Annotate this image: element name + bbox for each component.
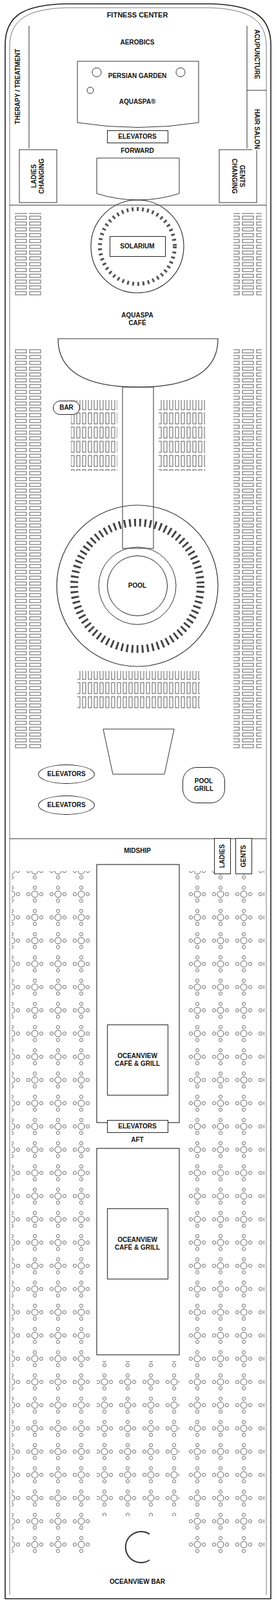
garden-fixture	[87, 87, 94, 94]
room-name: LADIES	[218, 844, 227, 868]
elevator-oval: ELEVATORS	[38, 795, 95, 815]
area-label: PERSIAN GARDEN	[107, 71, 169, 81]
text-wrap: POOL GRILL	[186, 777, 222, 793]
text-wrap: OCEANVIEW CAFÉ & GRILL	[110, 1051, 165, 1068]
room-name: SOLARIUM	[119, 242, 155, 251]
elevator-oval: ELEVATORS	[38, 764, 95, 784]
tables	[96, 1360, 180, 1516]
text-wrap: POOL	[128, 581, 147, 590]
cafe-dome	[58, 338, 218, 387]
pool-channel	[122, 386, 154, 549]
solarium-box: SOLARIUM	[109, 236, 166, 257]
room-name: OCEANVIEW CAFÉ & GRILL	[110, 1051, 165, 1068]
area-label: FITNESS CENTER	[105, 10, 170, 20]
restroom-box: LADIES	[214, 837, 231, 874]
hull	[5, 3, 271, 1598]
cafe-box: OCEANVIEW CAFÉ & GRILL	[107, 1024, 169, 1095]
elevator-box: ELEVATORS	[107, 1119, 169, 1133]
room-name: POOL	[128, 581, 147, 590]
area-label: MIDSHIP	[122, 846, 153, 856]
pool-deck	[56, 504, 218, 667]
text-wrap: OCEANVIEW CAFÉ & GRILL	[110, 1235, 165, 1252]
area-label: HAIR SALON	[252, 107, 262, 151]
text-wrap: ELEVATORS	[118, 132, 157, 141]
restroom-box: GENTS	[235, 837, 253, 874]
tables	[11, 870, 93, 1555]
room-name: GENTS	[239, 844, 248, 867]
text-wrap: GENTS	[239, 844, 248, 867]
room-name: OCEANVIEW CAFÉ & GRILL	[110, 1235, 165, 1252]
solarium-seats	[99, 208, 175, 284]
room-name: ELEVATORS	[47, 800, 86, 809]
loungers	[14, 212, 43, 297]
area-label: OCEANVIEW BAR	[108, 1576, 167, 1586]
aft-core	[96, 1147, 180, 1355]
pool-circle: POOL	[107, 555, 168, 616]
changing-room	[19, 149, 57, 203]
area-label: LADIES CHANGING	[29, 154, 47, 198]
bar-counter: BAR	[52, 400, 80, 415]
area-label: GENTS CHANGING	[229, 154, 247, 198]
spa-wall	[29, 25, 30, 149]
area-label: AQUASPA CAFÉ	[112, 310, 162, 328]
cafe-box: OCEANVIEW CAFÉ & GRILL	[107, 1207, 169, 1279]
loungers	[233, 348, 262, 749]
aft-core	[96, 864, 180, 1123]
room-name: ELEVATORS	[118, 132, 157, 141]
area-label: THERAPY / TREATMENT	[13, 47, 23, 126]
spa-wall	[246, 25, 248, 149]
grill-counter	[103, 728, 175, 774]
pool-rim	[98, 546, 177, 625]
area-label: AFT	[129, 1134, 145, 1144]
section-line	[9, 205, 267, 206]
garden-fixture	[176, 67, 186, 77]
room-name: POOL GRILL	[186, 777, 222, 793]
pool-seats	[74, 522, 201, 649]
area-label: AEROBICS	[119, 38, 157, 48]
text-wrap: ELEVATORS	[47, 800, 86, 809]
room-name: ELEVATORS	[118, 1122, 157, 1130]
text-wrap: ELEVATORS	[47, 769, 86, 778]
area-label: AQUASPA®	[118, 97, 158, 107]
changing-room	[219, 149, 257, 203]
text-wrap: BAR	[59, 403, 74, 412]
tables	[183, 870, 265, 1555]
room-name: ELEVATORS	[47, 769, 86, 778]
bar-counter	[125, 1530, 150, 1562]
area-label: FORWARD	[119, 146, 155, 156]
grill-box: POOL GRILL	[182, 766, 226, 803]
loungers	[77, 670, 200, 710]
loungers	[158, 399, 206, 471]
area-label: ACUPUNCTURE	[252, 27, 262, 80]
elevator-box: ELEVATORS	[107, 130, 169, 144]
text-wrap: SOLARIUM	[119, 242, 155, 251]
solarium-ring	[90, 199, 184, 293]
room-name: BAR	[59, 403, 74, 412]
garden-fixture	[92, 67, 102, 77]
text-wrap: ELEVATORS	[118, 1122, 157, 1130]
text-wrap: LADIES	[218, 844, 227, 868]
forward-stairs	[96, 157, 180, 200]
loungers	[14, 348, 43, 749]
persian-garden-outline	[77, 61, 199, 128]
railing	[9, 7, 267, 1595]
spa-wall	[246, 90, 267, 91]
loungers	[233, 212, 262, 297]
